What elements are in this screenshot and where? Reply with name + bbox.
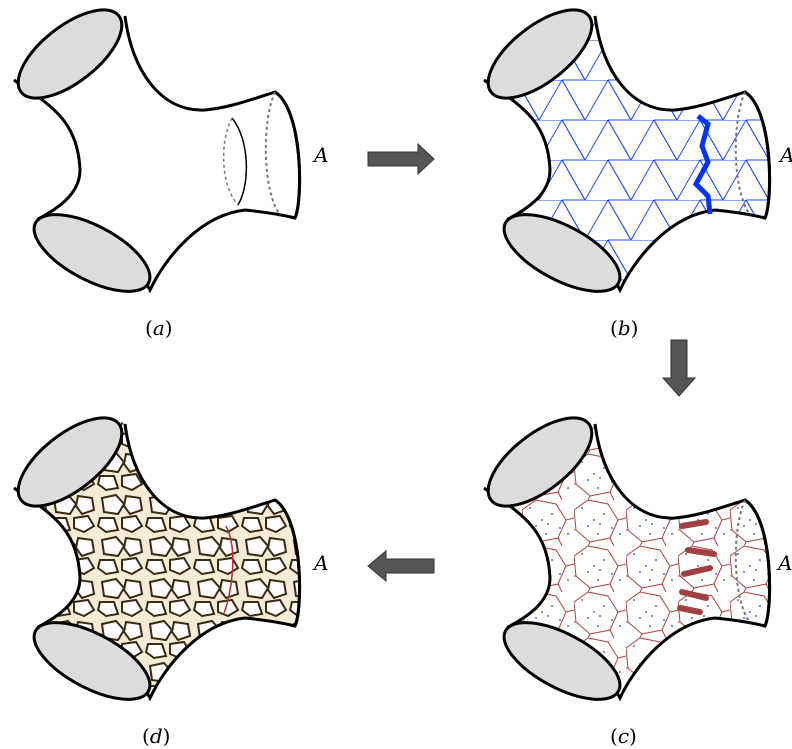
right-boundary-back: [734, 499, 751, 624]
cut-curve-back: [222, 117, 239, 206]
bottom-left-disk: [502, 213, 622, 293]
right-boundary-front: [744, 90, 772, 219]
arrow-left-icon: [367, 549, 435, 583]
top-left-disk: [16, 8, 124, 100]
caption-b: (b): [610, 316, 638, 340]
right-boundary-front: [744, 498, 772, 627]
caption-d: (d): [142, 724, 170, 748]
top-left-disk: [486, 416, 594, 508]
boundary-label-a: A: [312, 143, 328, 167]
panel-c: A (c): [482, 416, 792, 748]
panel-d: A (d): [12, 416, 328, 748]
right-boundary-back: [734, 91, 751, 216]
top-left-disk: [486, 8, 594, 100]
panel-b: A (b): [482, 8, 792, 340]
caption-c: (c): [610, 724, 637, 748]
bottom-left-disk: [32, 213, 152, 293]
cut-curve-front: [231, 117, 248, 206]
boundary-label-c: A: [776, 551, 792, 575]
caption-a: (a): [145, 316, 173, 340]
right-boundary-back: [264, 91, 281, 216]
cut-bars: [677, 519, 717, 615]
boundary-label-b: A: [778, 143, 792, 167]
boundary-label-d: A: [312, 551, 328, 575]
bottom-left-disk: [32, 621, 152, 701]
top-left-disk: [16, 416, 124, 508]
right-boundary-front: [274, 90, 302, 219]
arrow-down-icon: [661, 339, 697, 397]
arrow-right-icon: [367, 142, 435, 176]
bottom-left-disk: [502, 621, 622, 701]
cut-curve: [223, 525, 234, 614]
cut-path-thick: [692, 114, 713, 215]
right-boundary-front: [274, 498, 302, 627]
panel-a: A (a): [12, 8, 328, 340]
